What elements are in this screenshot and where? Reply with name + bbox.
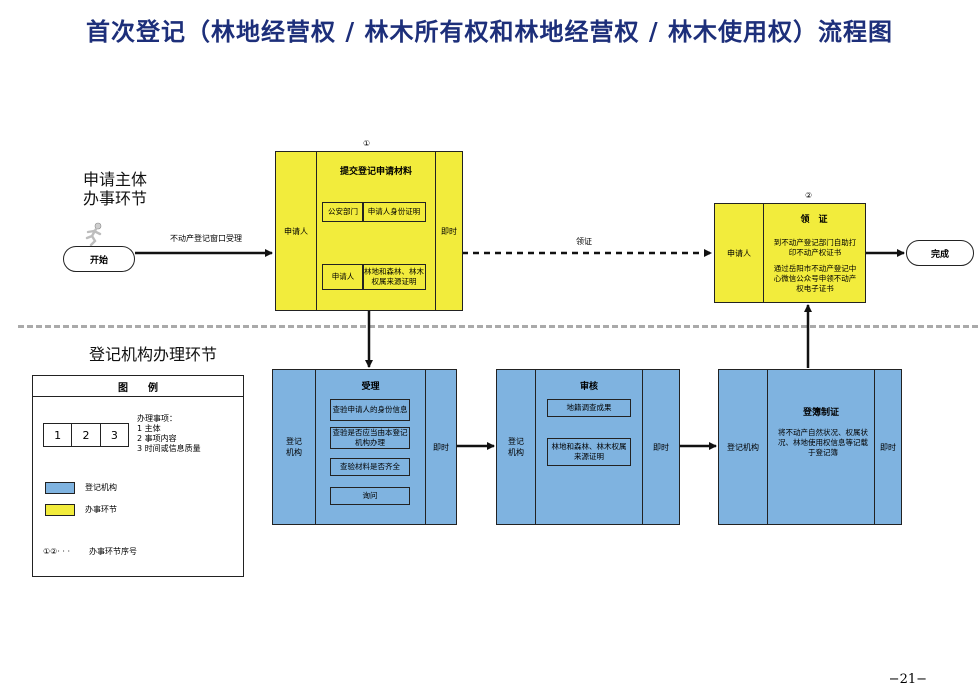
applicant-section-label: 申请主体 办事环节 bbox=[83, 170, 148, 208]
step1-row1-right: 申请人身份证明 bbox=[362, 202, 426, 222]
step1-box: 申请人 即时 提交登记申请材料 公安部门 申请人身份证明 申请人 林地和森林、林… bbox=[275, 151, 463, 311]
legend-cells: 1 2 3 bbox=[43, 423, 129, 447]
step1-index: ① bbox=[363, 139, 371, 148]
legend-box: 图 例 1 2 3 办理事项： 1 主体 2 事项内容 3 时间或信息质量 登记… bbox=[32, 375, 244, 577]
accept-item-2: 查验是否应当由本登记机构办理 bbox=[330, 427, 410, 449]
register-text: 将不动产自然状况、权属状况、林地使用权信息等记载于登记簿 bbox=[778, 428, 868, 457]
legend-notes-title: 办理事项： bbox=[137, 414, 177, 423]
legend-seq-label: 办事环节序号 bbox=[89, 547, 137, 556]
step1-header: 提交登记申请材料 bbox=[339, 167, 412, 177]
step1-row2-right: 林地和森林、林木权属来源证明 bbox=[362, 264, 426, 290]
accept-item-3: 查验材料是否齐全 bbox=[330, 458, 410, 476]
start-node: 开始 bbox=[63, 246, 135, 272]
legend-cell-3: 3 bbox=[110, 428, 118, 442]
accept-item-4: 询问 bbox=[330, 487, 410, 505]
register-box: 登记机构 即时 登簿制证 将不动产自然状况、权属状况、林地使用权信息等记载于登记… bbox=[718, 369, 902, 525]
legend-yellow-label: 办事环节 bbox=[85, 505, 117, 514]
review-item-2: 林地和森林、林木权属来源证明 bbox=[547, 438, 631, 466]
register-header: 登簿制证 bbox=[802, 408, 839, 418]
legend-yellow-swatch bbox=[45, 504, 75, 516]
step1-row1-left: 公安部门 bbox=[322, 202, 364, 222]
legend-notes: 办理事项： 1 主体 2 事项内容 3 时间或信息质量 bbox=[137, 414, 201, 454]
accept-left-label: 登记 机构 bbox=[273, 370, 316, 524]
step2-box: 申请人 领 证 到不动产登记部门自助打印不动产权证书 通过岳阳市不动产登记中心微… bbox=[714, 203, 866, 303]
review-right-label: 即时 bbox=[642, 370, 679, 524]
step2-text1: 到不动产登记部门自助打印不动产权证书 bbox=[773, 238, 857, 257]
page-number: −21− bbox=[888, 672, 927, 687]
section-divider bbox=[18, 325, 978, 328]
accept-right-label: 即时 bbox=[425, 370, 456, 524]
register-right-label: 即时 bbox=[874, 370, 901, 524]
end-node: 完成 bbox=[906, 240, 974, 266]
legend-seq-symbol: ①②· · · bbox=[43, 547, 71, 556]
step2-header: 领 证 bbox=[800, 215, 828, 225]
review-header: 审核 bbox=[579, 382, 598, 392]
legend-blue-label: 登记机构 bbox=[85, 483, 117, 492]
legend-cell-1: 1 bbox=[44, 424, 73, 446]
legend-note-3: 3 时间或信息质量 bbox=[137, 444, 201, 453]
step2-text2: 通过岳阳市不动产登记中心微信公众号申领不动产权电子证书 bbox=[773, 264, 857, 293]
accept-header: 受理 bbox=[361, 382, 380, 392]
review-left-label: 登记 机构 bbox=[497, 370, 536, 524]
register-left-label: 登记机构 bbox=[719, 370, 768, 524]
dashed-arrow-label: 领证 bbox=[576, 237, 592, 246]
legend-cell-2: 2 bbox=[72, 424, 101, 446]
agency-section-label: 登记机构办理环节 bbox=[89, 345, 218, 364]
legend-blue-swatch bbox=[45, 482, 75, 494]
legend-note-1: 1 主体 bbox=[137, 424, 161, 433]
legend-title: 图 例 bbox=[33, 376, 243, 397]
runner-icon bbox=[82, 222, 108, 247]
review-box: 登记 机构 即时 审核 地籍调查成果 林地和森林、林木权属来源证明 bbox=[496, 369, 680, 525]
step1-left-label: 申请人 bbox=[276, 152, 317, 310]
start-arrow-label: 不动产登记窗口受理 bbox=[170, 234, 242, 243]
step2-left-label: 申请人 bbox=[715, 204, 764, 302]
accept-item-1: 查验申请人的身份信息 bbox=[330, 399, 410, 421]
step2-index: ② bbox=[805, 191, 813, 200]
page-title: 首次登记（林地经营权 / 林木所有权和林地经营权 / 林木使用权）流程图 bbox=[86, 17, 893, 46]
step1-right-label: 即时 bbox=[435, 152, 462, 310]
step1-row2-left: 申请人 bbox=[322, 264, 364, 290]
accept-box: 登记 机构 即时 受理 查验申请人的身份信息 查验是否应当由本登记机构办理 查验… bbox=[272, 369, 457, 525]
legend-note-2: 2 事项内容 bbox=[137, 434, 177, 443]
review-item-1: 地籍调查成果 bbox=[547, 399, 631, 417]
